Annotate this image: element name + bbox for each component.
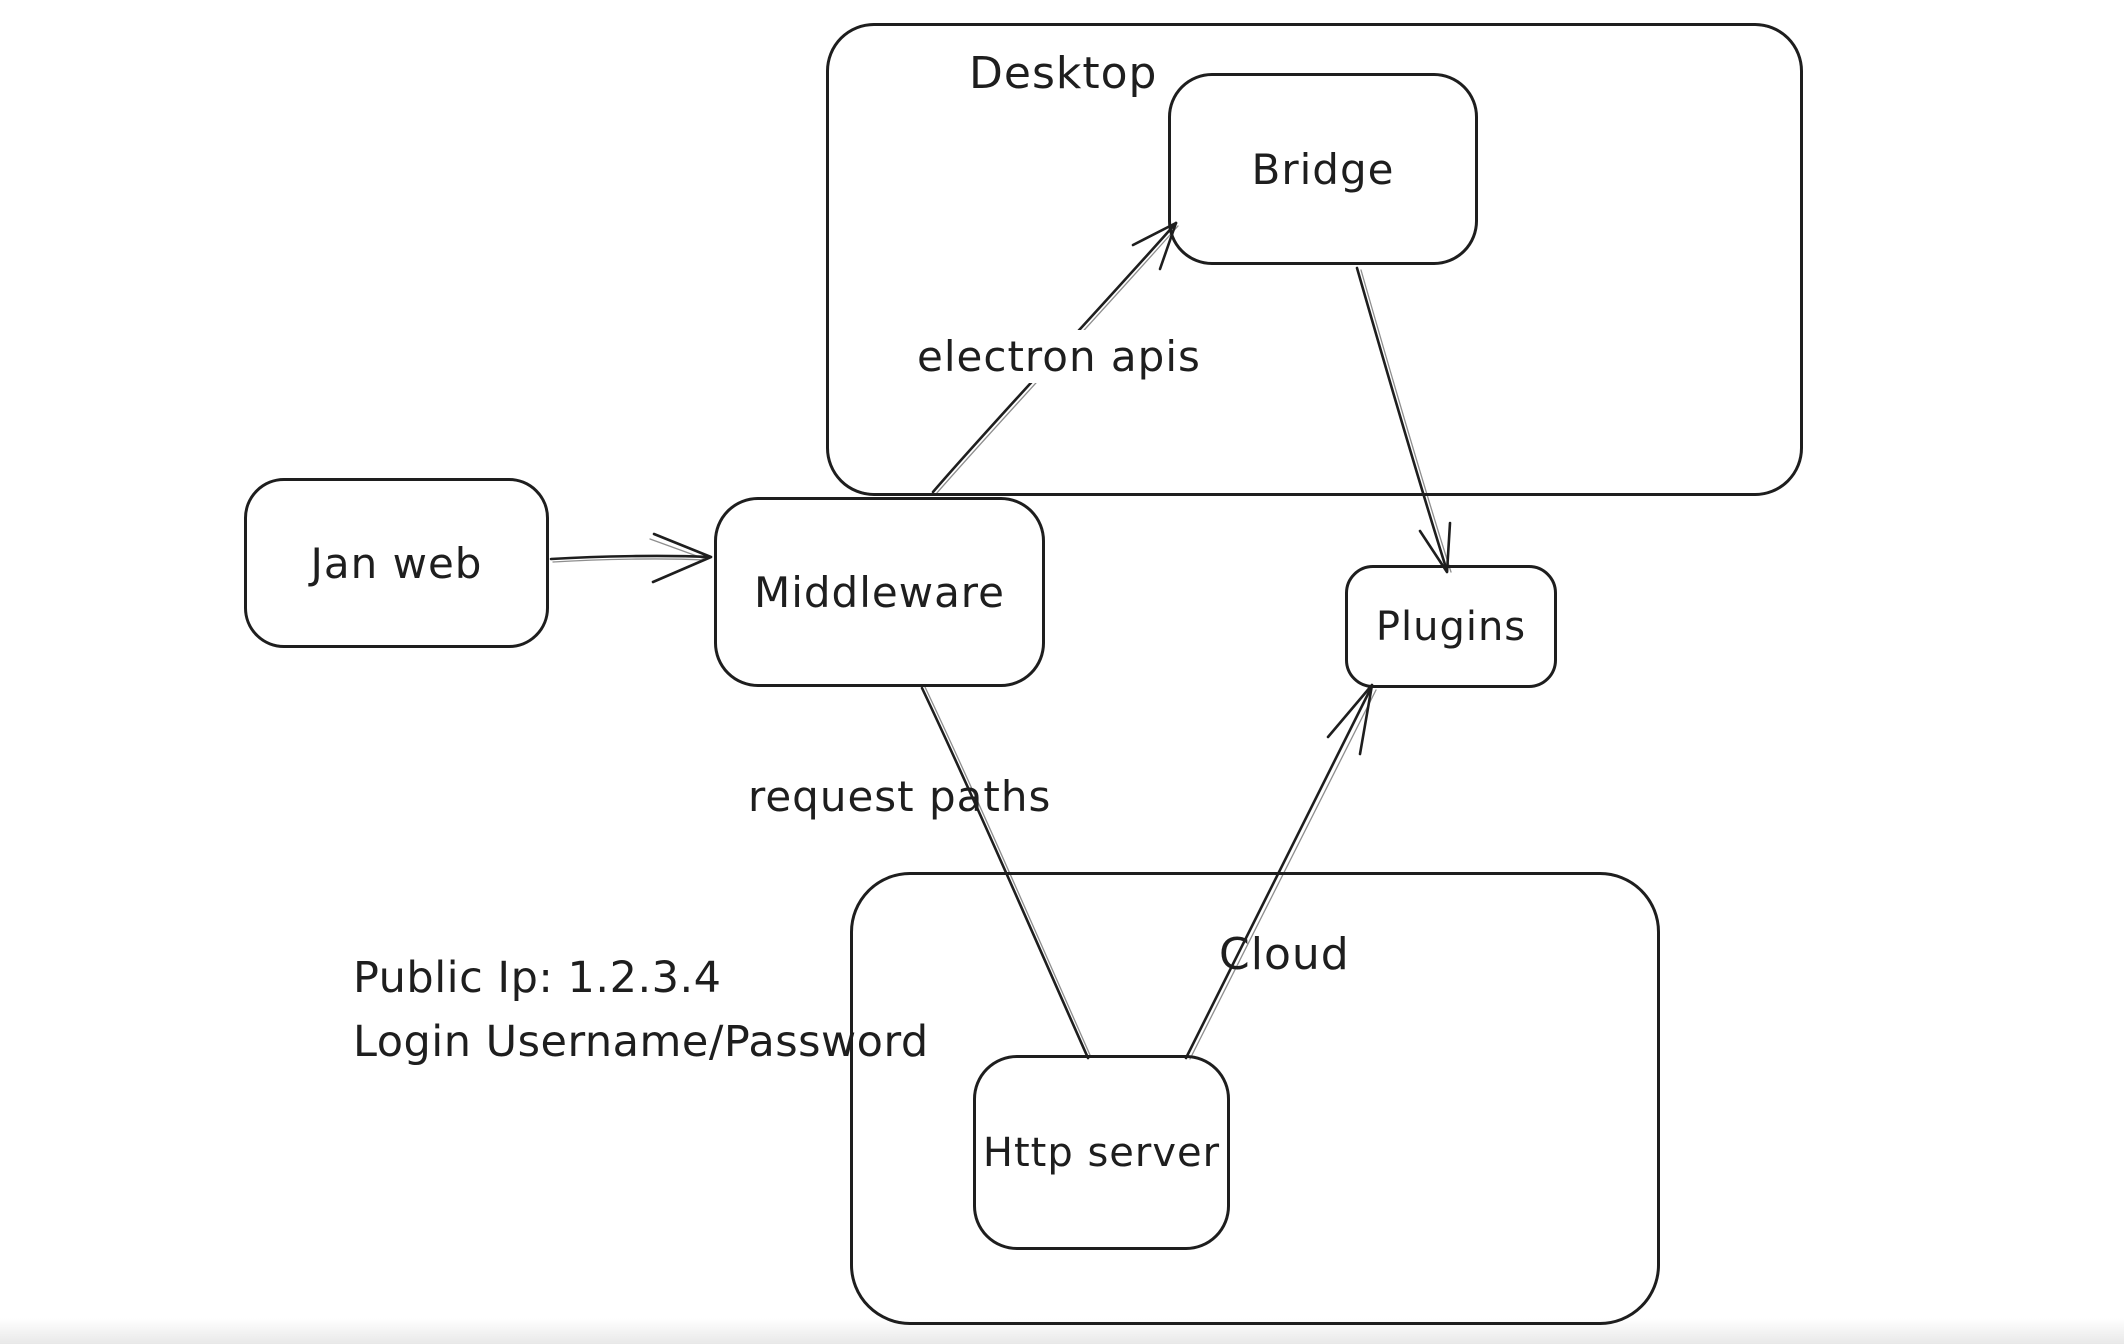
annotation-line-public-ip: Public Ip: 1.2.3.4 bbox=[353, 953, 722, 1003]
arrow-head bbox=[1326, 683, 1374, 756]
node-http-server[interactable]: Http server bbox=[973, 1055, 1230, 1250]
middleware-label: Middleware bbox=[753, 567, 1005, 617]
container-cloud[interactable]: Cloud bbox=[850, 872, 1660, 1325]
annotation-text[interactable]: Public Ip: 1.2.3.4 Login Username/Passwo… bbox=[353, 946, 929, 1074]
cloud-label: Cloud bbox=[1219, 929, 1350, 980]
plugins-label: Plugins bbox=[1375, 603, 1527, 650]
container-desktop[interactable]: Desktop bbox=[826, 23, 1803, 496]
desktop-label: Desktop bbox=[969, 48, 1158, 99]
node-middleware[interactable]: Middleware bbox=[714, 497, 1045, 687]
jan-web-label: Jan web bbox=[310, 538, 483, 588]
node-bridge[interactable]: Bridge bbox=[1168, 73, 1478, 265]
arrow-janweb-to-middleware[interactable] bbox=[549, 532, 713, 584]
arrow-head bbox=[651, 532, 713, 584]
node-plugins[interactable]: Plugins bbox=[1345, 565, 1557, 688]
bridge-label: Bridge bbox=[1251, 144, 1395, 194]
http-server-label: Http server bbox=[982, 1129, 1221, 1176]
edge-label-request-paths[interactable]: request paths bbox=[748, 772, 1052, 821]
node-jan-web[interactable]: Jan web bbox=[244, 478, 549, 648]
annotation-line-login: Login Username/Password bbox=[353, 1017, 929, 1067]
arrow-shaft bbox=[549, 554, 712, 561]
arrow-shaft-sketch bbox=[552, 558, 706, 563]
edge-label-electron-apis[interactable]: electron apis bbox=[905, 330, 1213, 383]
arrow-head-sketch bbox=[649, 538, 706, 560]
